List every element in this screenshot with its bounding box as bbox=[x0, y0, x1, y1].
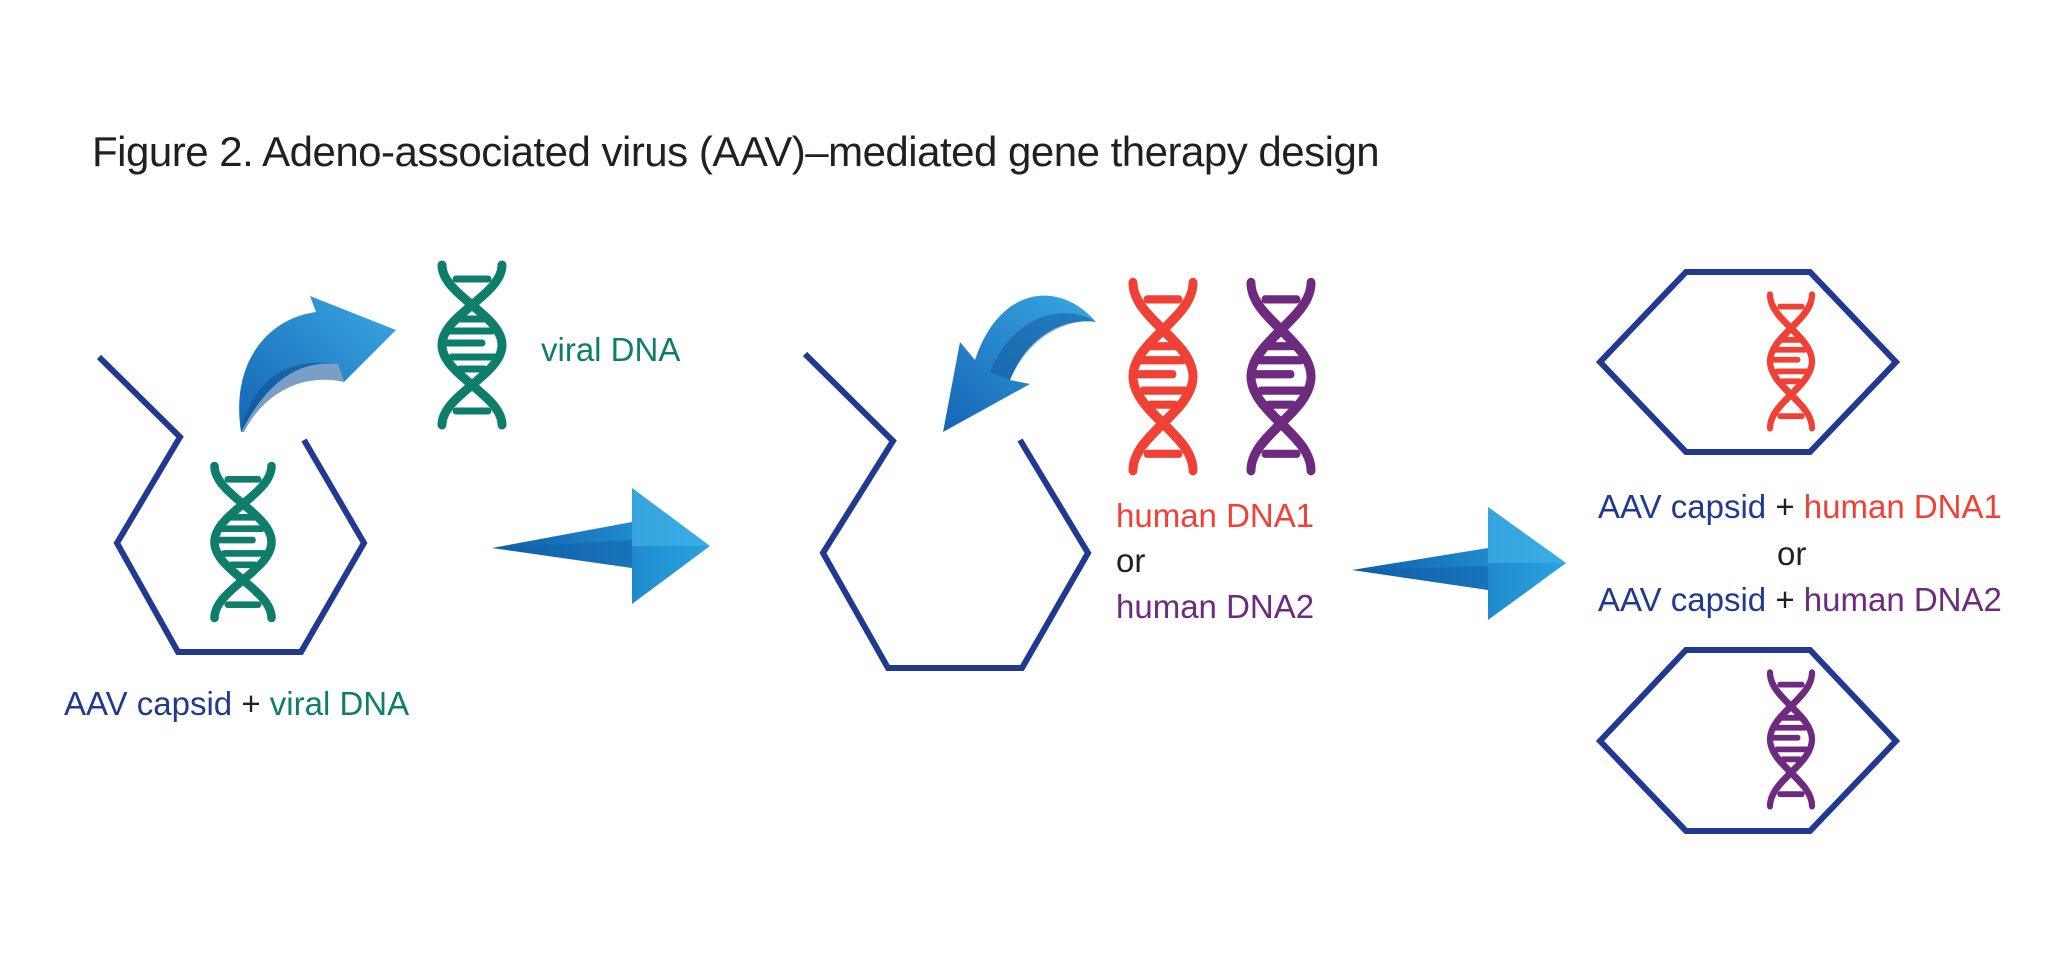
viral-dna-icon bbox=[442, 265, 502, 425]
capsid-human-dna1-icon bbox=[1595, 269, 1901, 455]
plus-text: + bbox=[1775, 581, 1795, 618]
capsid-viral-label: AAV capsid + viral DNA bbox=[64, 687, 409, 720]
capsid-text: AAV capsid bbox=[1598, 488, 1767, 525]
human-dna2-label: human DNA2 bbox=[1116, 588, 1315, 625]
viral-dna-text: viral DNA bbox=[269, 685, 410, 722]
right-arrow-2-icon bbox=[1352, 507, 1566, 620]
human-dna2-icon bbox=[1251, 283, 1311, 470]
human-dna2-text: human DNA2 bbox=[1803, 581, 2002, 618]
plus-text: + bbox=[241, 685, 261, 722]
curved-arrow-down-icon bbox=[943, 295, 1096, 432]
result-or-label: or bbox=[1777, 535, 1807, 572]
capsid-text: AAV capsid bbox=[1598, 581, 1767, 618]
plus-text: + bbox=[1775, 488, 1795, 525]
curved-arrow-up-icon bbox=[239, 296, 396, 432]
human-dna1-text: human DNA1 bbox=[1803, 488, 2002, 525]
right-arrow-1-icon bbox=[492, 488, 710, 604]
viral-dna-in-capsid-icon bbox=[215, 466, 272, 618]
open-capsid-2-icon bbox=[802, 351, 1092, 671]
or-label: or bbox=[1116, 542, 1146, 579]
result2-label: AAV capsid + human DNA2 bbox=[1598, 583, 2002, 616]
human-dna1-icon bbox=[1133, 283, 1193, 470]
open-capsid-1-icon bbox=[96, 354, 368, 655]
figure-title: Figure 2. Adeno-associated virus (AAV)–m… bbox=[92, 128, 1380, 175]
capsid-human-dna2-icon bbox=[1595, 647, 1901, 834]
human-dna1-label: human DNA1 bbox=[1116, 497, 1315, 534]
result1-label: AAV capsid + human DNA1 bbox=[1598, 490, 2002, 523]
capsid-text: AAV capsid bbox=[64, 685, 233, 722]
viral-dna-label: viral DNA bbox=[541, 331, 681, 368]
